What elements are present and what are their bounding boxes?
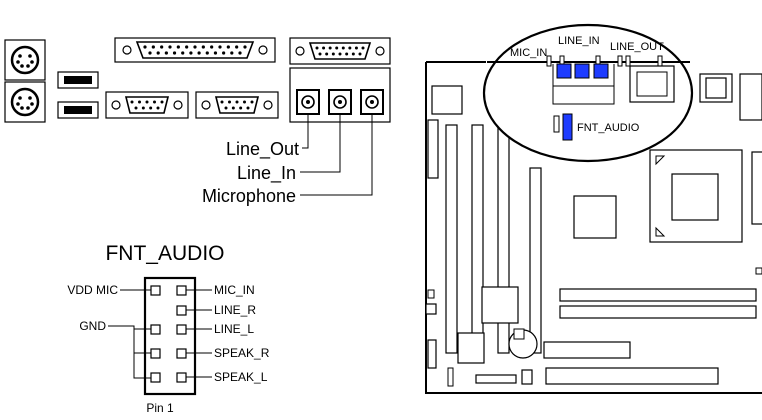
- line-out-jack: [296, 89, 320, 115]
- header-pins: [150, 285, 187, 383]
- parallel-port: [114, 37, 276, 63]
- line-in-leader: [300, 114, 341, 173]
- fnt-audio-title: FNT_AUDIO: [105, 242, 224, 265]
- callout-mic-in-label: MIC_IN: [510, 47, 547, 59]
- line-out-label: Line_Out: [226, 139, 299, 160]
- audio-jack-block: [289, 67, 391, 123]
- board-outline: [425, 61, 762, 394]
- line-in-jack: [328, 89, 352, 115]
- callout-fnt-audio-label: FNT_AUDIO: [577, 122, 640, 134]
- vdd-mic-label: VDD MIC: [67, 283, 118, 297]
- game-port: [289, 37, 391, 65]
- callout-line-out-label: LINE_OUT: [610, 41, 664, 53]
- speak-l-label: SPEAK_L: [214, 370, 268, 384]
- pin1-label: Pin 1: [146, 401, 174, 415]
- callout-circle: [482, 23, 694, 163]
- serial-port-2: [195, 91, 279, 119]
- line-in-label: Line_In: [237, 163, 296, 184]
- line-out-leader: [302, 114, 309, 149]
- microphone-label: Microphone: [202, 186, 296, 206]
- header-outline: [143, 276, 197, 396]
- motherboard-layout: MIC_IN LINE_IN LINE_OUT FNT_AUDIO: [425, 23, 762, 394]
- usb-port-bottom: [57, 101, 99, 119]
- mic-in-label: MIC_IN: [214, 283, 255, 297]
- ps2-port-top: [4, 39, 46, 81]
- gnd-label: GND: [79, 319, 106, 333]
- callout-line-in-label: LINE_IN: [558, 35, 600, 47]
- usb-port-top: [57, 71, 99, 89]
- line-r-label: LINE_R: [214, 303, 256, 317]
- speak-r-label: SPEAK_R: [214, 346, 270, 360]
- callout-fnt-audio-header: [562, 113, 573, 141]
- ps2-port-bottom: [4, 81, 46, 123]
- callout-audio-jacks: [546, 55, 663, 105]
- serial-port-1: [105, 91, 189, 119]
- line-l-label: LINE_L: [214, 322, 254, 336]
- back-panel: Line_Out Line_In Microphone: [4, 37, 391, 206]
- front-audio-header: FNT_AUDIO VDD MIC GND MIC_IN LINE_R LINE…: [67, 242, 269, 415]
- microphone-leader: [300, 114, 373, 196]
- microphone-jack: [360, 89, 384, 115]
